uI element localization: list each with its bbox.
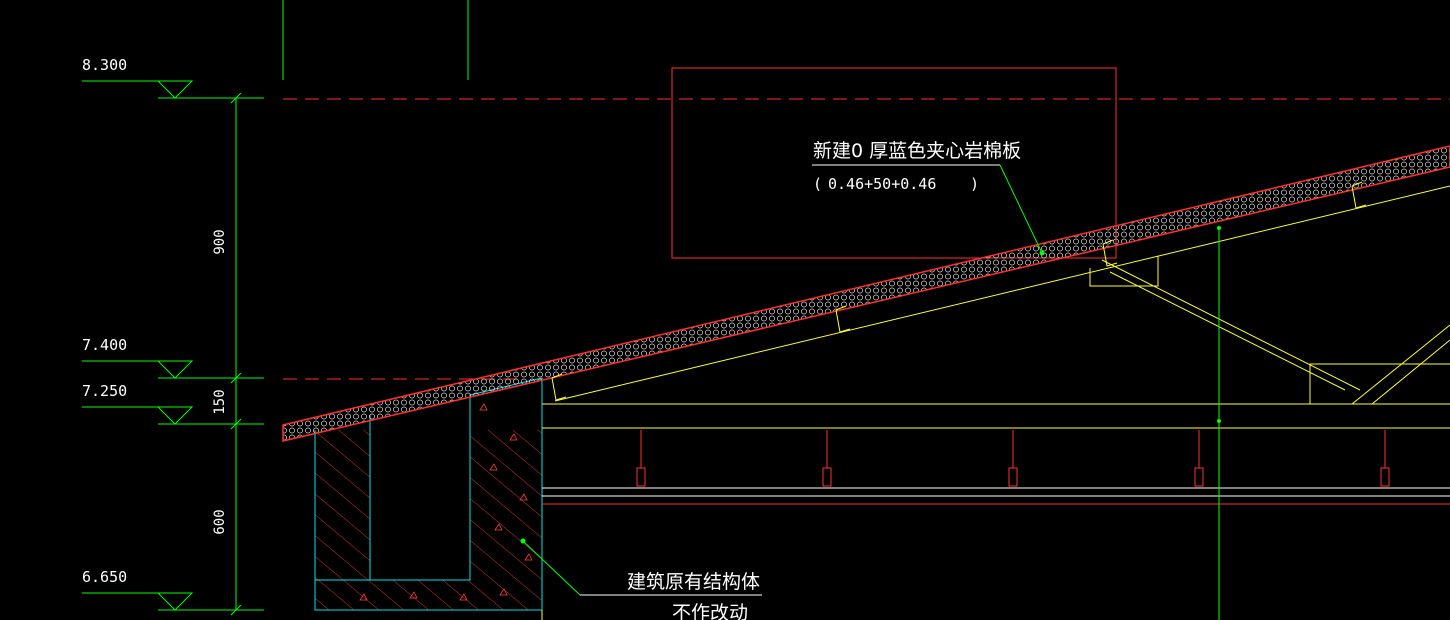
- elevation-label: 8.300: [82, 56, 127, 74]
- panel-spec: 0.46+50+0.46: [828, 175, 936, 193]
- roof-panel-annotation: 新建0 厚蓝色夹心岩棉板 ( 0.46+50+0.46 ): [812, 140, 1045, 256]
- dimension-label: 150: [212, 389, 228, 414]
- structure-annotation: 建筑原有结构体 不作改动: [520, 538, 762, 620]
- roof-sandwich-panel: [282, 145, 1450, 442]
- dimension-label: 600: [212, 509, 228, 534]
- rafter-and-purlins: [551, 181, 1450, 405]
- callout-box: [671, 67, 1117, 259]
- elevation-marker-6650: 6.650: [82, 568, 264, 611]
- structure-label-line2: 不作改动: [672, 602, 748, 620]
- dimension-label: 900: [212, 229, 228, 254]
- ceiling-hangers: [636, 430, 1390, 487]
- panel-spec-close: ): [970, 175, 979, 193]
- dimension-chain: 900 150 600: [212, 92, 242, 616]
- elevation-label: 7.250: [82, 382, 127, 400]
- elevation-label: 7.400: [82, 336, 127, 354]
- elevation-marker-8300: 8.300: [82, 56, 264, 99]
- panel-spec-open: (: [813, 175, 822, 193]
- panel-title: 新建0 厚蓝色夹心岩棉板: [813, 140, 1021, 162]
- elevation-marker-7250: 7.250: [82, 382, 264, 425]
- elevation-marker-7400: 7.400: [82, 336, 264, 379]
- ceiling-beams: [542, 403, 1450, 505]
- elevation-label: 6.650: [82, 568, 127, 586]
- structure-label-line1: 建筑原有结构体: [627, 571, 760, 593]
